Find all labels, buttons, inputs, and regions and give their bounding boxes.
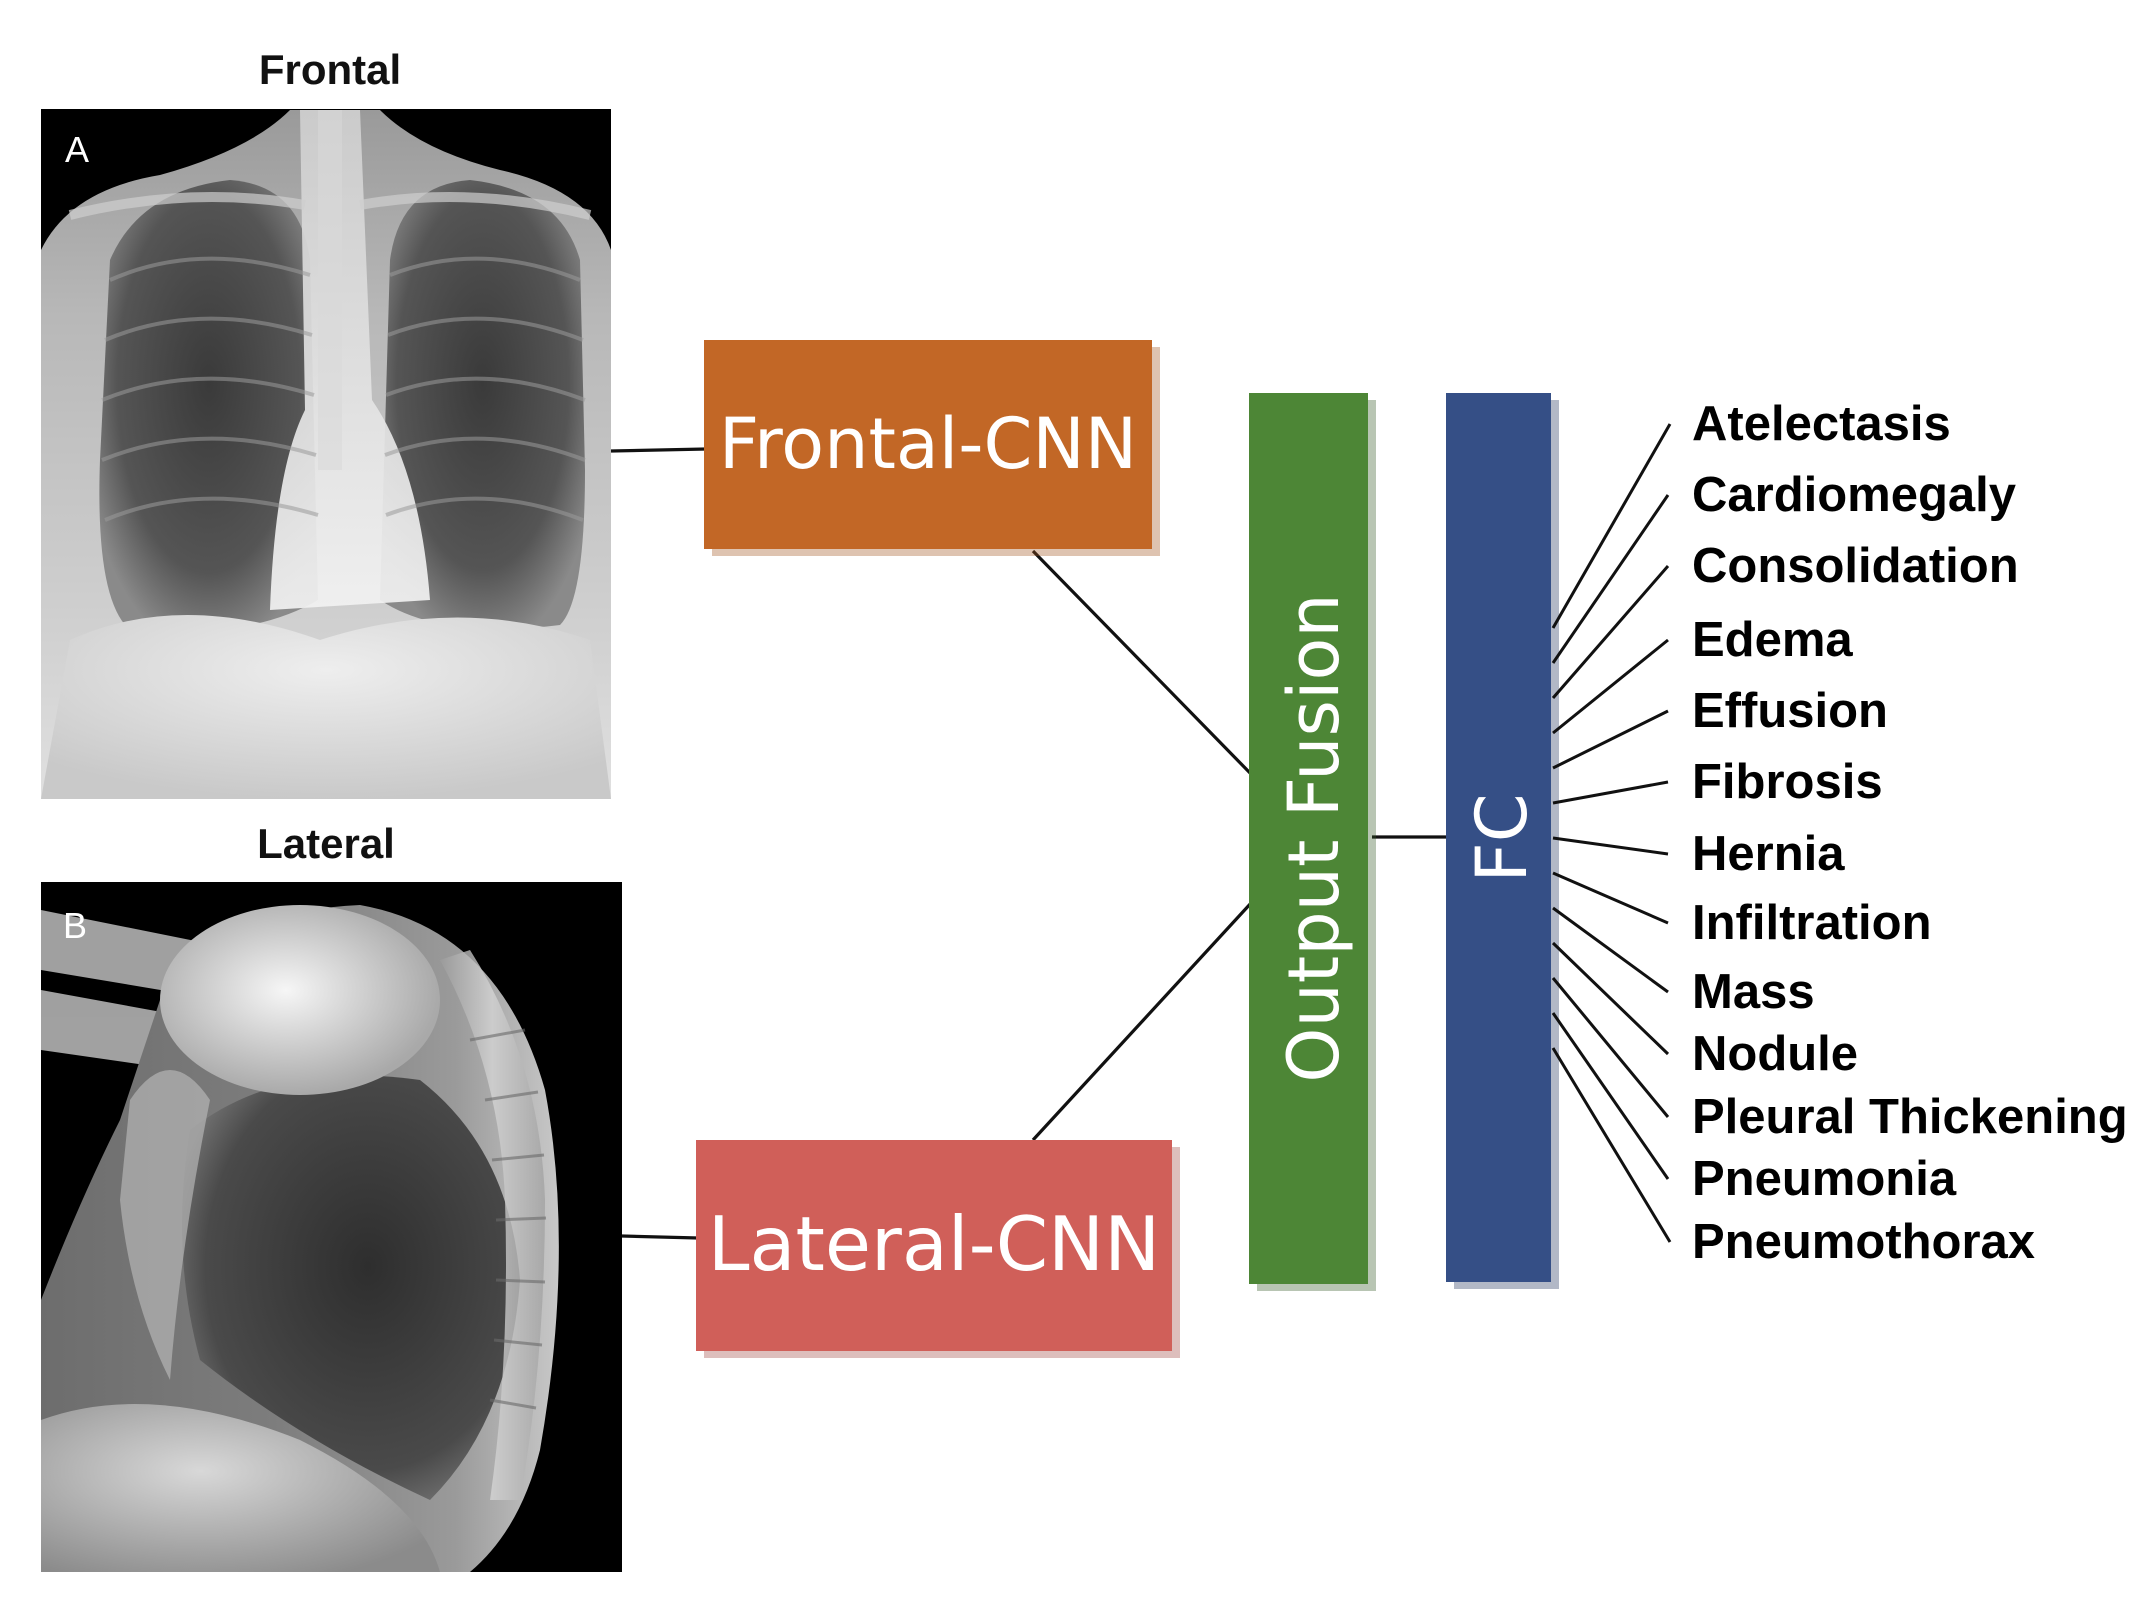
output-label: Pneumothorax [1692,1215,2035,1269]
frontal-panel-letter: A [65,129,89,170]
fan-line [1552,780,1669,805]
output-label: Consolidation [1692,539,2019,593]
frontal-cnn-block [704,340,1152,549]
frontal-xray-image [41,109,611,799]
lateral-caption: Lateral [257,820,395,867]
fan-line [1551,1047,1672,1243]
fan-line [1552,638,1669,735]
lateral-panel-letter: B [63,905,87,946]
fan-line [1551,565,1670,699]
output-fusion-label: Output Fusion [1273,593,1355,1082]
fan-line [1551,977,1670,1118]
output-label: Fibrosis [1692,755,1883,809]
frontal-cnn-label: Frontal-CNN [719,403,1137,485]
output-label: Hernia [1692,827,1845,881]
output-label: Infiltration [1692,896,1932,950]
output-label: Edema [1692,613,1853,667]
fc-label: FC [1461,793,1543,882]
output-label: Mass [1692,965,1815,1019]
output-label: Pleural Thickening [1692,1090,2128,1144]
output-label: Nodule [1692,1027,1858,1081]
lateral-cnn-label: Lateral-CNN [708,1200,1161,1288]
connector-lateral-image-to-cnn [621,1234,699,1240]
output-label: Atelectasis [1692,397,1951,451]
lateral-cnn-block [696,1140,1172,1351]
output-label: Cardiomegaly [1692,468,2016,522]
connector-frontal-image-to-cnn [610,447,707,453]
output-fusion-block [1249,393,1368,1284]
fc-block [1446,393,1551,1282]
fan-line [1551,423,1672,629]
lateral-xray-image [41,882,622,1572]
fan-line [1552,871,1669,925]
fan-line [1552,906,1669,994]
fan-line [1551,494,1670,664]
output-fan-lines [1551,423,1672,1243]
fan-line [1552,709,1669,770]
output-label-list: AtelectasisCardiomegalyConsolidationEdem… [1692,397,2128,1269]
connector-frontal-cnn-to-fusion [1031,549,1254,777]
connector-lateral-cnn-to-fusion [1031,900,1254,1142]
frontal-caption: Frontal [259,46,401,93]
fan-line [1552,836,1669,856]
output-label: Pneumonia [1692,1152,1957,1206]
fan-line [1551,1012,1670,1180]
fan-line [1551,941,1670,1056]
output-label: Effusion [1692,684,1888,738]
